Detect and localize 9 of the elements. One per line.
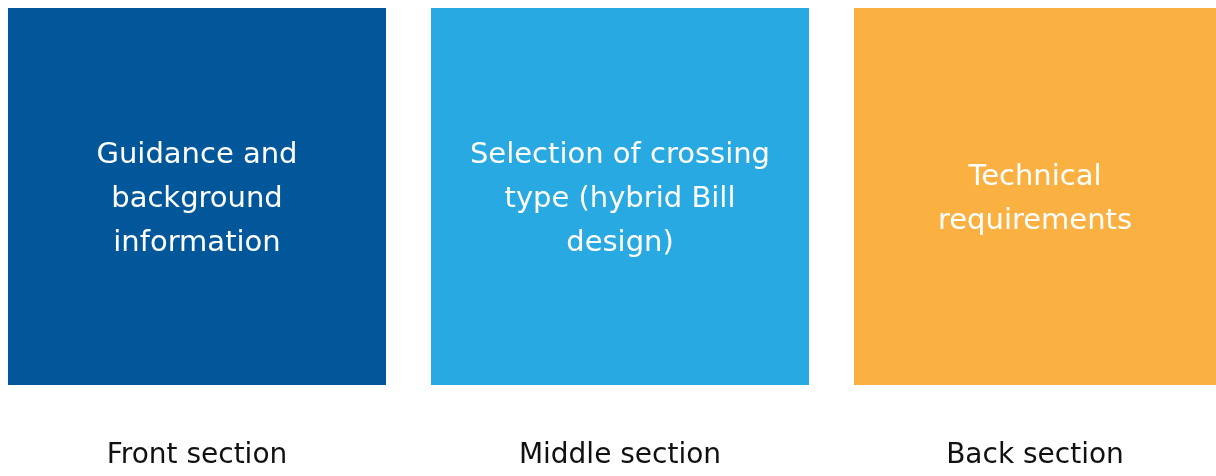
section-box <box>8 8 386 385</box>
box-text: Guidance and background information <box>95 134 299 260</box>
section-caption: Back section <box>946 437 1124 470</box>
section-caption: Front section <box>106 437 288 470</box>
section-box <box>854 8 1216 385</box>
box-text: Technical requirements <box>936 156 1134 238</box>
section-box <box>431 8 809 385</box>
section-caption: Middle section <box>518 437 722 470</box>
box-text: Selection of crossing type (hybrid Bill design) <box>468 134 772 260</box>
